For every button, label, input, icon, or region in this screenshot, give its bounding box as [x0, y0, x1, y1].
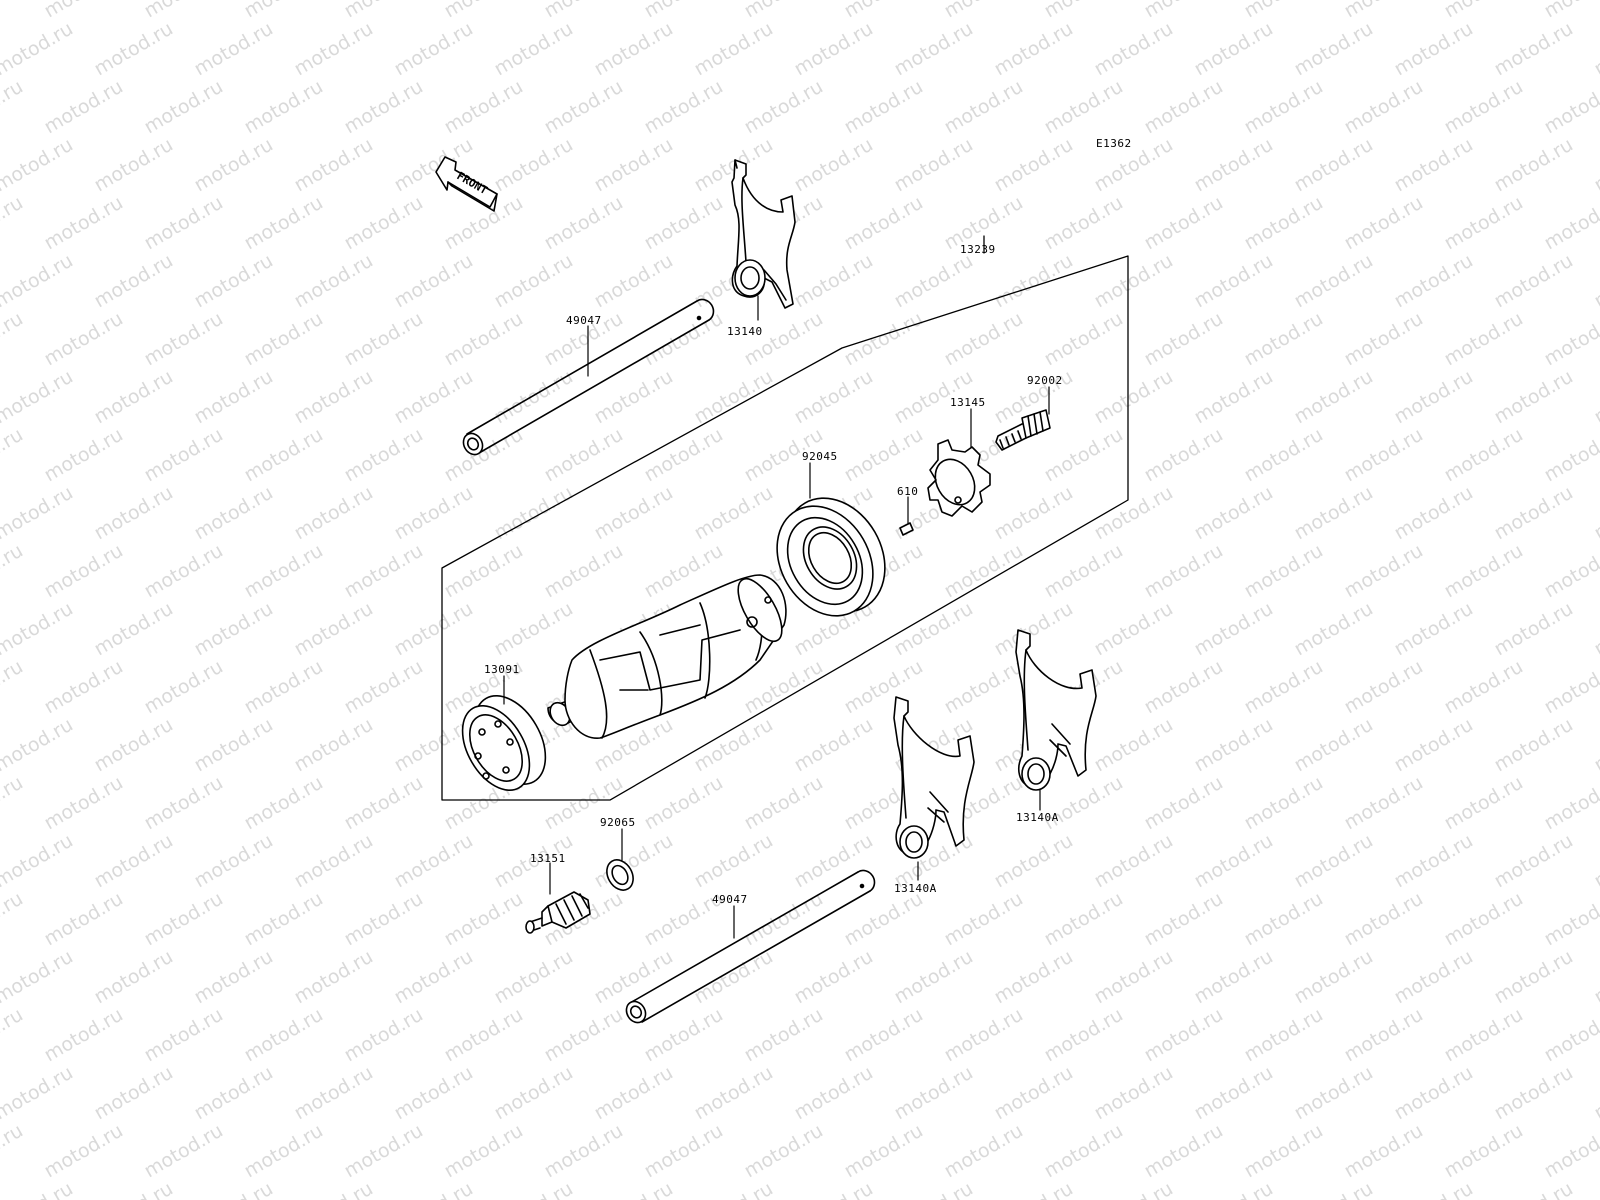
neutral-switch-13151 — [525, 891, 591, 934]
label-washer: 92065 — [600, 816, 636, 829]
label-pin: 610 — [897, 485, 919, 498]
diagram-code: E1362 — [1096, 137, 1132, 150]
drum-assembly-bracket — [441, 235, 1129, 801]
label-bearing: 92045 — [802, 450, 838, 463]
label-fork-right: 13140A — [1016, 811, 1059, 824]
label-bearing-left: 13091 — [484, 663, 520, 676]
drum-cam-13145 — [927, 439, 991, 517]
front-arrow-icon: FRONT — [435, 156, 498, 212]
bolt-92002 — [995, 409, 1051, 451]
label-switch: 13151 — [530, 852, 566, 865]
washer-92065 — [606, 859, 634, 891]
shift-fork-right — [1015, 629, 1097, 791]
bearing-92045 — [776, 497, 886, 617]
leader-lines — [503, 295, 1050, 939]
label-drum-cam: 13145 — [950, 396, 986, 409]
label-drum-assembly: 13239 — [960, 243, 996, 256]
label-shaft-upper: 49047 — [566, 314, 602, 327]
label-fork-middle: 13140A — [894, 882, 937, 895]
shift-fork-middle — [893, 696, 975, 859]
label-shaft-lower: 49047 — [712, 893, 748, 906]
shaft-upper — [462, 298, 715, 456]
pin-610 — [899, 522, 914, 536]
shaft-lower — [625, 869, 876, 1024]
shift-drum — [547, 574, 787, 739]
shift-fork-upper — [731, 159, 796, 309]
label-fork-upper: 13140 — [727, 325, 763, 338]
bearing-13091 — [461, 695, 547, 792]
label-bolt: 92002 — [1027, 374, 1063, 387]
